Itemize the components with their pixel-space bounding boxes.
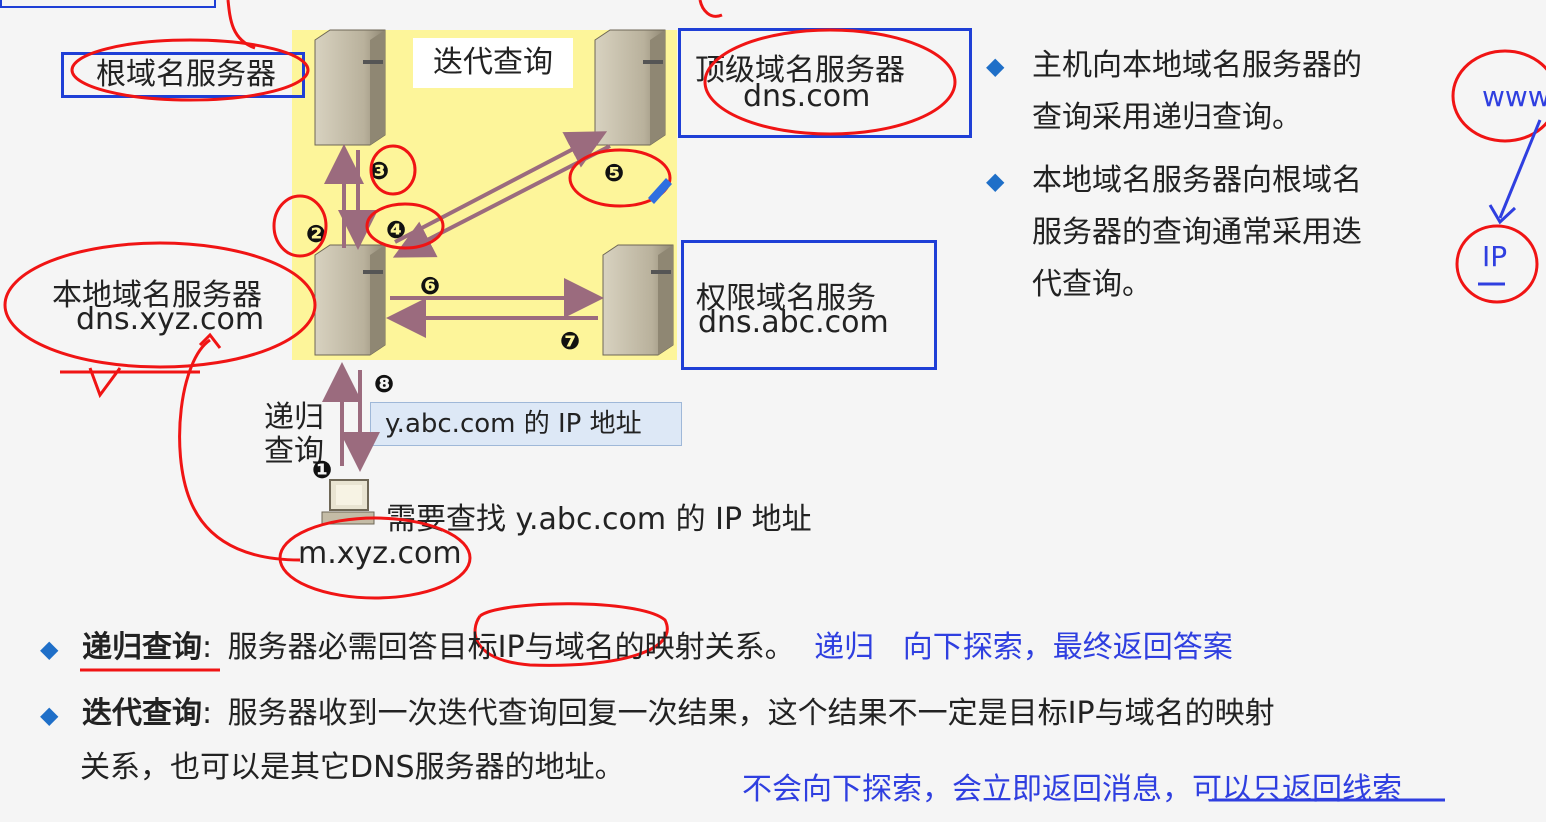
- host-name: m.xyz.com: [298, 536, 462, 571]
- step-4: ❹: [385, 216, 407, 244]
- right-bullet-2: ◆ 本地域名服务器向根域名 服务器的查询通常采用迭 代查询。: [986, 155, 1362, 311]
- www-note: www: [1482, 80, 1546, 113]
- bullet-diamond-icon: ◆: [40, 635, 59, 663]
- auth-server-name: 权限域名服务: [696, 281, 876, 316]
- iterative-text-2: 关系，也可以是其它DNS服务器的地址。: [80, 750, 625, 785]
- recursive-text: 服务器必需回答目标IP与域名的映射关系。: [227, 630, 795, 665]
- step-6: ❻: [419, 272, 441, 300]
- root-server-text: 根域名服务器: [96, 57, 276, 92]
- step-5: ❺: [603, 159, 625, 187]
- ip-note: IP: [1482, 240, 1508, 273]
- recursive-note: 递归 向下探索，最终返回答案: [814, 630, 1233, 665]
- recursive-colon: :: [202, 630, 213, 665]
- step-3: ❸: [368, 157, 390, 185]
- right-bullet-2-line2: 服务器的查询通常采用迭: [1032, 215, 1362, 250]
- recursive-definition: ◆ 递归查询: 服务器必需回答目标IP与域名的映射关系。 递归 向下探索，最终返…: [40, 622, 1233, 666]
- step-1: ❶: [311, 456, 333, 484]
- bullet-diamond-icon: ◆: [986, 52, 1005, 80]
- right-bullet-1-line2: 查询采用递归查询。: [1032, 100, 1302, 135]
- step-2: ❷: [305, 220, 327, 248]
- iteration-label: 迭代查询: [413, 38, 573, 88]
- root-server-label: 根域名服务器: [61, 52, 305, 98]
- local-server-domain: dns.xyz.com: [76, 302, 265, 337]
- iterative-text-1: 服务器收到一次迭代查询回复一次结果，这个结果不一定是目标IP与域名的映射: [227, 696, 1275, 731]
- right-bullet-2-line1: 本地域名服务器向根域名: [1032, 163, 1362, 198]
- iterative-definition: ◆ 迭代查询: 服务器收到一次迭代查询回复一次结果，这个结果不一定是目标IP与域…: [40, 688, 1440, 732]
- right-bullet-1-line1: 主机向本地域名服务器的: [1032, 48, 1362, 83]
- step-8: ❽: [373, 370, 395, 398]
- right-bullet-1: ◆ 主机向本地域名服务器的 查询采用递归查询。: [986, 40, 1362, 144]
- host-query-text: 需要查找 y.abc.com 的 IP 地址: [386, 502, 812, 537]
- bullet-diamond-icon: ◆: [986, 167, 1005, 195]
- iterative-colon: :: [202, 696, 213, 731]
- tld-server-box: 顶级域名服务器 dns.com: [678, 28, 972, 138]
- bullet-diamond-icon: ◆: [40, 701, 59, 729]
- tld-server-domain: dns.com: [743, 79, 871, 114]
- step-7: ❼: [559, 327, 581, 355]
- iterative-note: 不会向下探索，会立即返回消息，可以只返回线索: [742, 772, 1402, 807]
- answer-box: y.abc.com 的 IP 地址: [370, 402, 682, 446]
- iterative-term: 迭代查询: [82, 696, 203, 731]
- top-left-box: [0, 0, 216, 8]
- recursive-term: 递归查询: [82, 630, 203, 665]
- host-computer-icon: [321, 479, 375, 525]
- auth-server-domain: dns.abc.com: [698, 305, 889, 340]
- right-bullet-2-line3: 代查询。: [1032, 267, 1152, 302]
- auth-server-box: 权限域名服务 dns.abc.com: [681, 240, 937, 370]
